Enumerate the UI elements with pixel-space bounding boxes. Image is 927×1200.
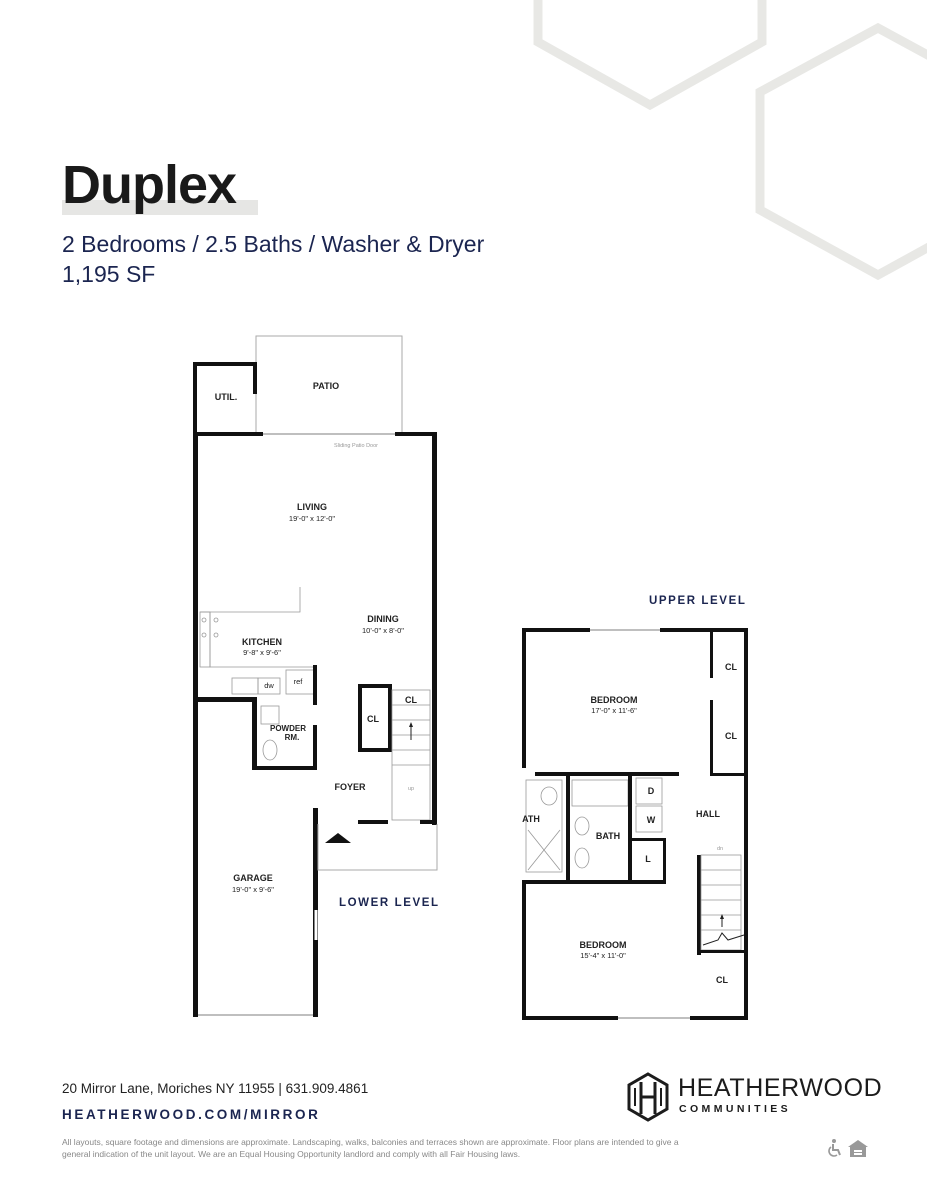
stair-up-label: up xyxy=(408,786,414,792)
garage-label: GARAGE xyxy=(233,873,273,883)
brand-subtitle: COMMUNITIES xyxy=(679,1103,792,1115)
housing-icons xyxy=(828,1139,868,1157)
square-footage: 1,195 SF xyxy=(62,261,156,287)
heatherwood-logo-icon xyxy=(627,1072,669,1122)
bath-partial-label: ATH xyxy=(522,814,540,824)
closet-label-upper-1: CL xyxy=(725,662,737,672)
closet-label-1: CL xyxy=(367,714,379,724)
equal-housing-icon xyxy=(848,1140,868,1157)
lower-level-plan: UTIL. PATIO Sliding Patio Door LIVING 19… xyxy=(193,335,440,1017)
dining-dimensions: 10'-0" x 8'-0" xyxy=(362,626,404,635)
refrigerator-label: ref xyxy=(294,677,304,686)
bedroom-1-label: BEDROOM xyxy=(591,695,638,705)
powder-room-label-2: RM. xyxy=(285,733,300,742)
dining-label: DINING xyxy=(367,614,399,624)
kitchen-dimensions: 9'-8" x 9'-6" xyxy=(243,648,281,657)
bath-label: BATH xyxy=(596,831,620,841)
garage-dimensions: 19'-0" x 9'-6" xyxy=(232,885,274,894)
decorative-hexagons xyxy=(533,0,927,281)
powder-room-label: POWDER xyxy=(270,724,306,733)
living-label: LIVING xyxy=(297,502,327,512)
patio-label: PATIO xyxy=(313,381,339,391)
living-dimensions: 19'-0" x 12'-0" xyxy=(289,514,335,523)
closet-label-upper-2: CL xyxy=(725,731,737,741)
foyer-label: FOYER xyxy=(334,782,366,792)
washer-label: W xyxy=(647,815,656,825)
closet-label-upper-3: CL xyxy=(716,975,728,985)
brand-name: HEATHERWOOD xyxy=(678,1074,883,1102)
kitchen-label: KITCHEN xyxy=(242,637,282,647)
bedroom-2-dimensions: 15'-4" x 11'-0" xyxy=(580,951,626,960)
page-title: Duplex xyxy=(62,155,237,215)
dishwasher-label: dw xyxy=(264,681,274,690)
lower-level-label: LOWER LEVEL xyxy=(339,897,440,909)
bedroom-1-dimensions: 17'-0" x 11'-6" xyxy=(591,706,637,715)
floor-plan: UTIL. PATIO Sliding Patio Door LIVING 19… xyxy=(193,335,748,1020)
upper-level-label: UPPER LEVEL xyxy=(649,595,746,607)
dryer-label: D xyxy=(648,786,655,796)
sliding-door-label: Sliding Patio Door xyxy=(334,443,378,449)
hall-label: HALL xyxy=(696,809,720,819)
bedroom-2-label: BEDROOM xyxy=(580,940,627,950)
stair-down-label: dn xyxy=(717,846,723,852)
website-link[interactable]: HEATHERWOOD.COM/MIRROR xyxy=(62,1107,321,1122)
property-address: 20 Mirror Lane, Moriches NY 11955 | 631.… xyxy=(62,1081,369,1096)
closet-label-2: CL xyxy=(405,695,417,705)
unit-features: 2 Bedrooms / 2.5 Baths / Washer & Dryer xyxy=(62,231,485,257)
linen-label: L xyxy=(645,854,651,864)
upper-level-plan: UPPER LEVEL xyxy=(522,595,748,1020)
accessibility-icon xyxy=(828,1139,841,1157)
util-label: UTIL. xyxy=(215,392,238,402)
disclaimer: All layouts, square footage and dimensio… xyxy=(62,1137,679,1159)
